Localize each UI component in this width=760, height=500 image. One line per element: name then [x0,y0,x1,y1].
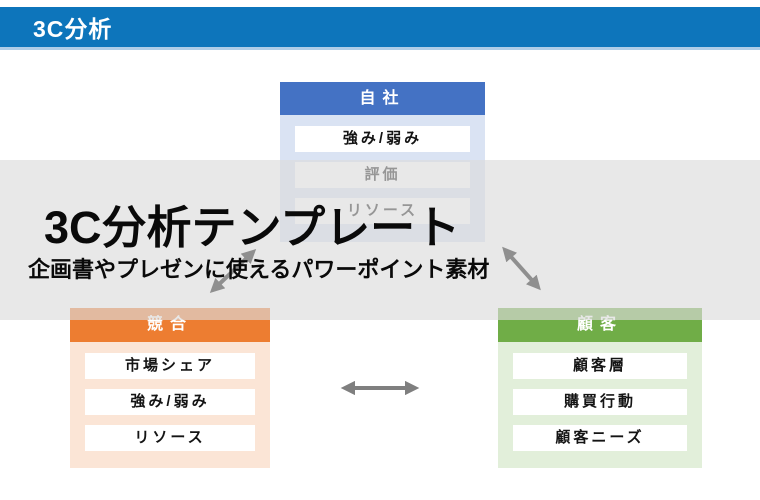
competitor-box: 競合 市場シェア 強み/弱み リソース [70,308,270,468]
customer-box-body: 顧客層 購買行動 顧客ニーズ [498,342,702,468]
customer-item-buying-behavior: 購買行動 [513,389,687,415]
customer-item-segments: 顧客層 [513,353,687,379]
competitor-box-body: 市場シェア 強み/弱み リソース [70,342,270,468]
watermark-subtitle: 企画書やプレゼンに使えるパワーポイント素材 [28,257,490,282]
watermark-band [0,160,760,320]
competitor-item-strengths: 強み/弱み [85,389,255,415]
company-item-strengths: 強み/弱み [295,126,470,152]
page-title: 3C分析 [33,16,113,42]
company-box-header: 自社 [280,82,485,115]
competitor-item-market-share: 市場シェア [85,353,255,379]
watermark-title: 3C分析テンプレート [44,202,461,253]
customer-box: 顧客 顧客層 購買行動 顧客ニーズ [498,308,702,468]
competitor-item-resources: リソース [85,425,255,451]
slide-title-bar: 3C分析 [0,7,760,50]
customer-item-needs: 顧客ニーズ [513,425,687,451]
